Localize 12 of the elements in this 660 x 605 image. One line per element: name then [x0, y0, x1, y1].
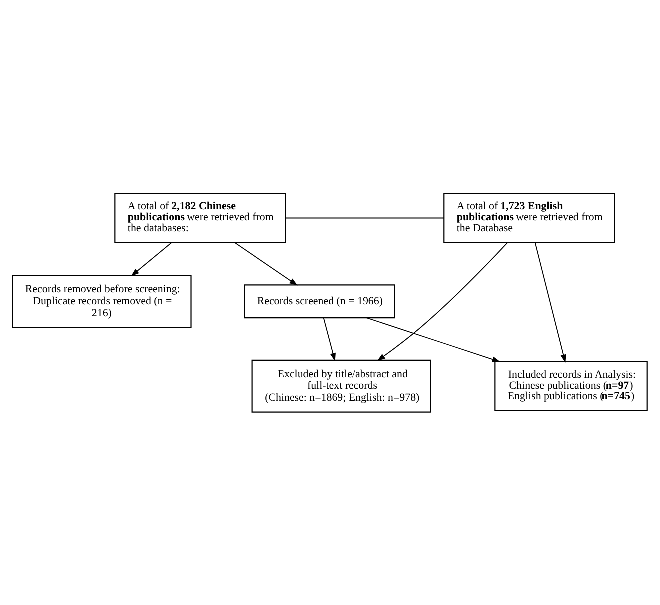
- node-box: Excluded by title/abstract and full-text records (Chinese: n=1869; English: n=978): [252, 359, 432, 412]
- arrow: [131, 242, 172, 276]
- node-box: A total of 2,182 Chinese publications were retrieved from the databases:: [114, 192, 286, 243]
- node-box: Records removed before screening: Duplicate records removed (n = 216): [12, 274, 192, 328]
- arrow: [366, 317, 501, 362]
- node-box: A total of 1,723 English publications were retrieved from the Database: [444, 192, 616, 243]
- arrow: [534, 242, 566, 363]
- arrow: [234, 242, 298, 286]
- arrow: [377, 242, 508, 361]
- connector: [285, 217, 444, 218]
- arrow: [323, 317, 336, 361]
- node-box: Records screened (n = 1966): [244, 284, 396, 318]
